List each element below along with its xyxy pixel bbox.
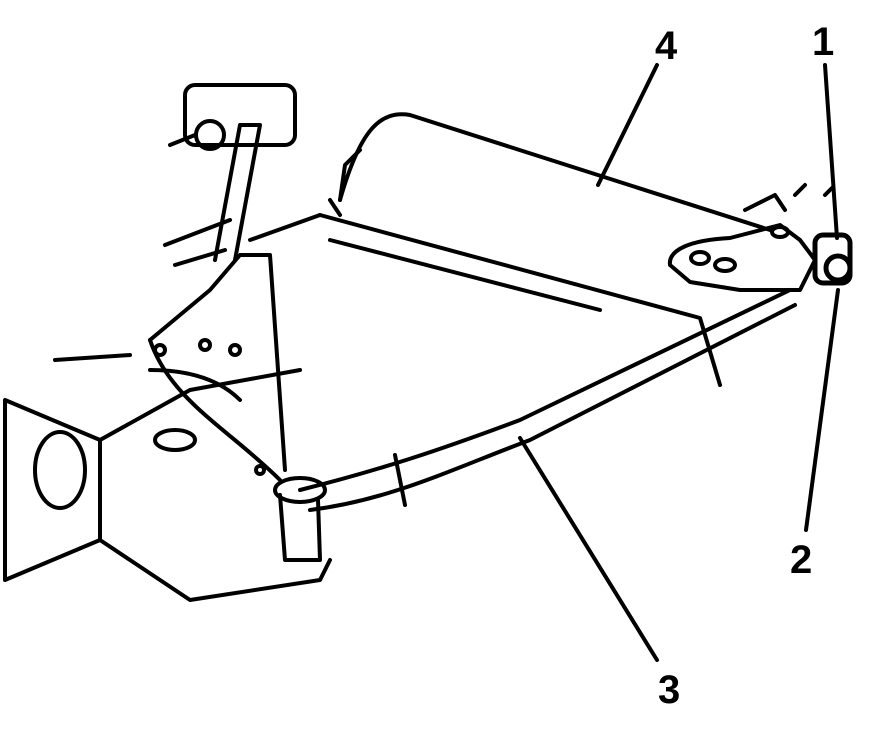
lower-pivot-bolt	[273, 476, 327, 562]
leader-line-3	[518, 436, 659, 662]
callout-2: 2	[790, 538, 813, 582]
crossbeam-part-4	[248, 112, 772, 387]
bushing-part-1	[812, 232, 853, 286]
leader-line-4	[596, 63, 659, 187]
right-mount-bracket	[667, 183, 834, 292]
leader-lines	[518, 63, 840, 662]
leader-line-2	[804, 288, 840, 532]
callout-1: 1	[812, 20, 835, 64]
leader-line-1	[823, 63, 839, 240]
callout-4: 4	[655, 24, 678, 68]
upper-strut-link	[163, 83, 297, 267]
tie-rod-part-3	[298, 288, 797, 512]
callout-3: 3	[658, 668, 681, 712]
left-knuckle-assembly	[3, 253, 332, 602]
